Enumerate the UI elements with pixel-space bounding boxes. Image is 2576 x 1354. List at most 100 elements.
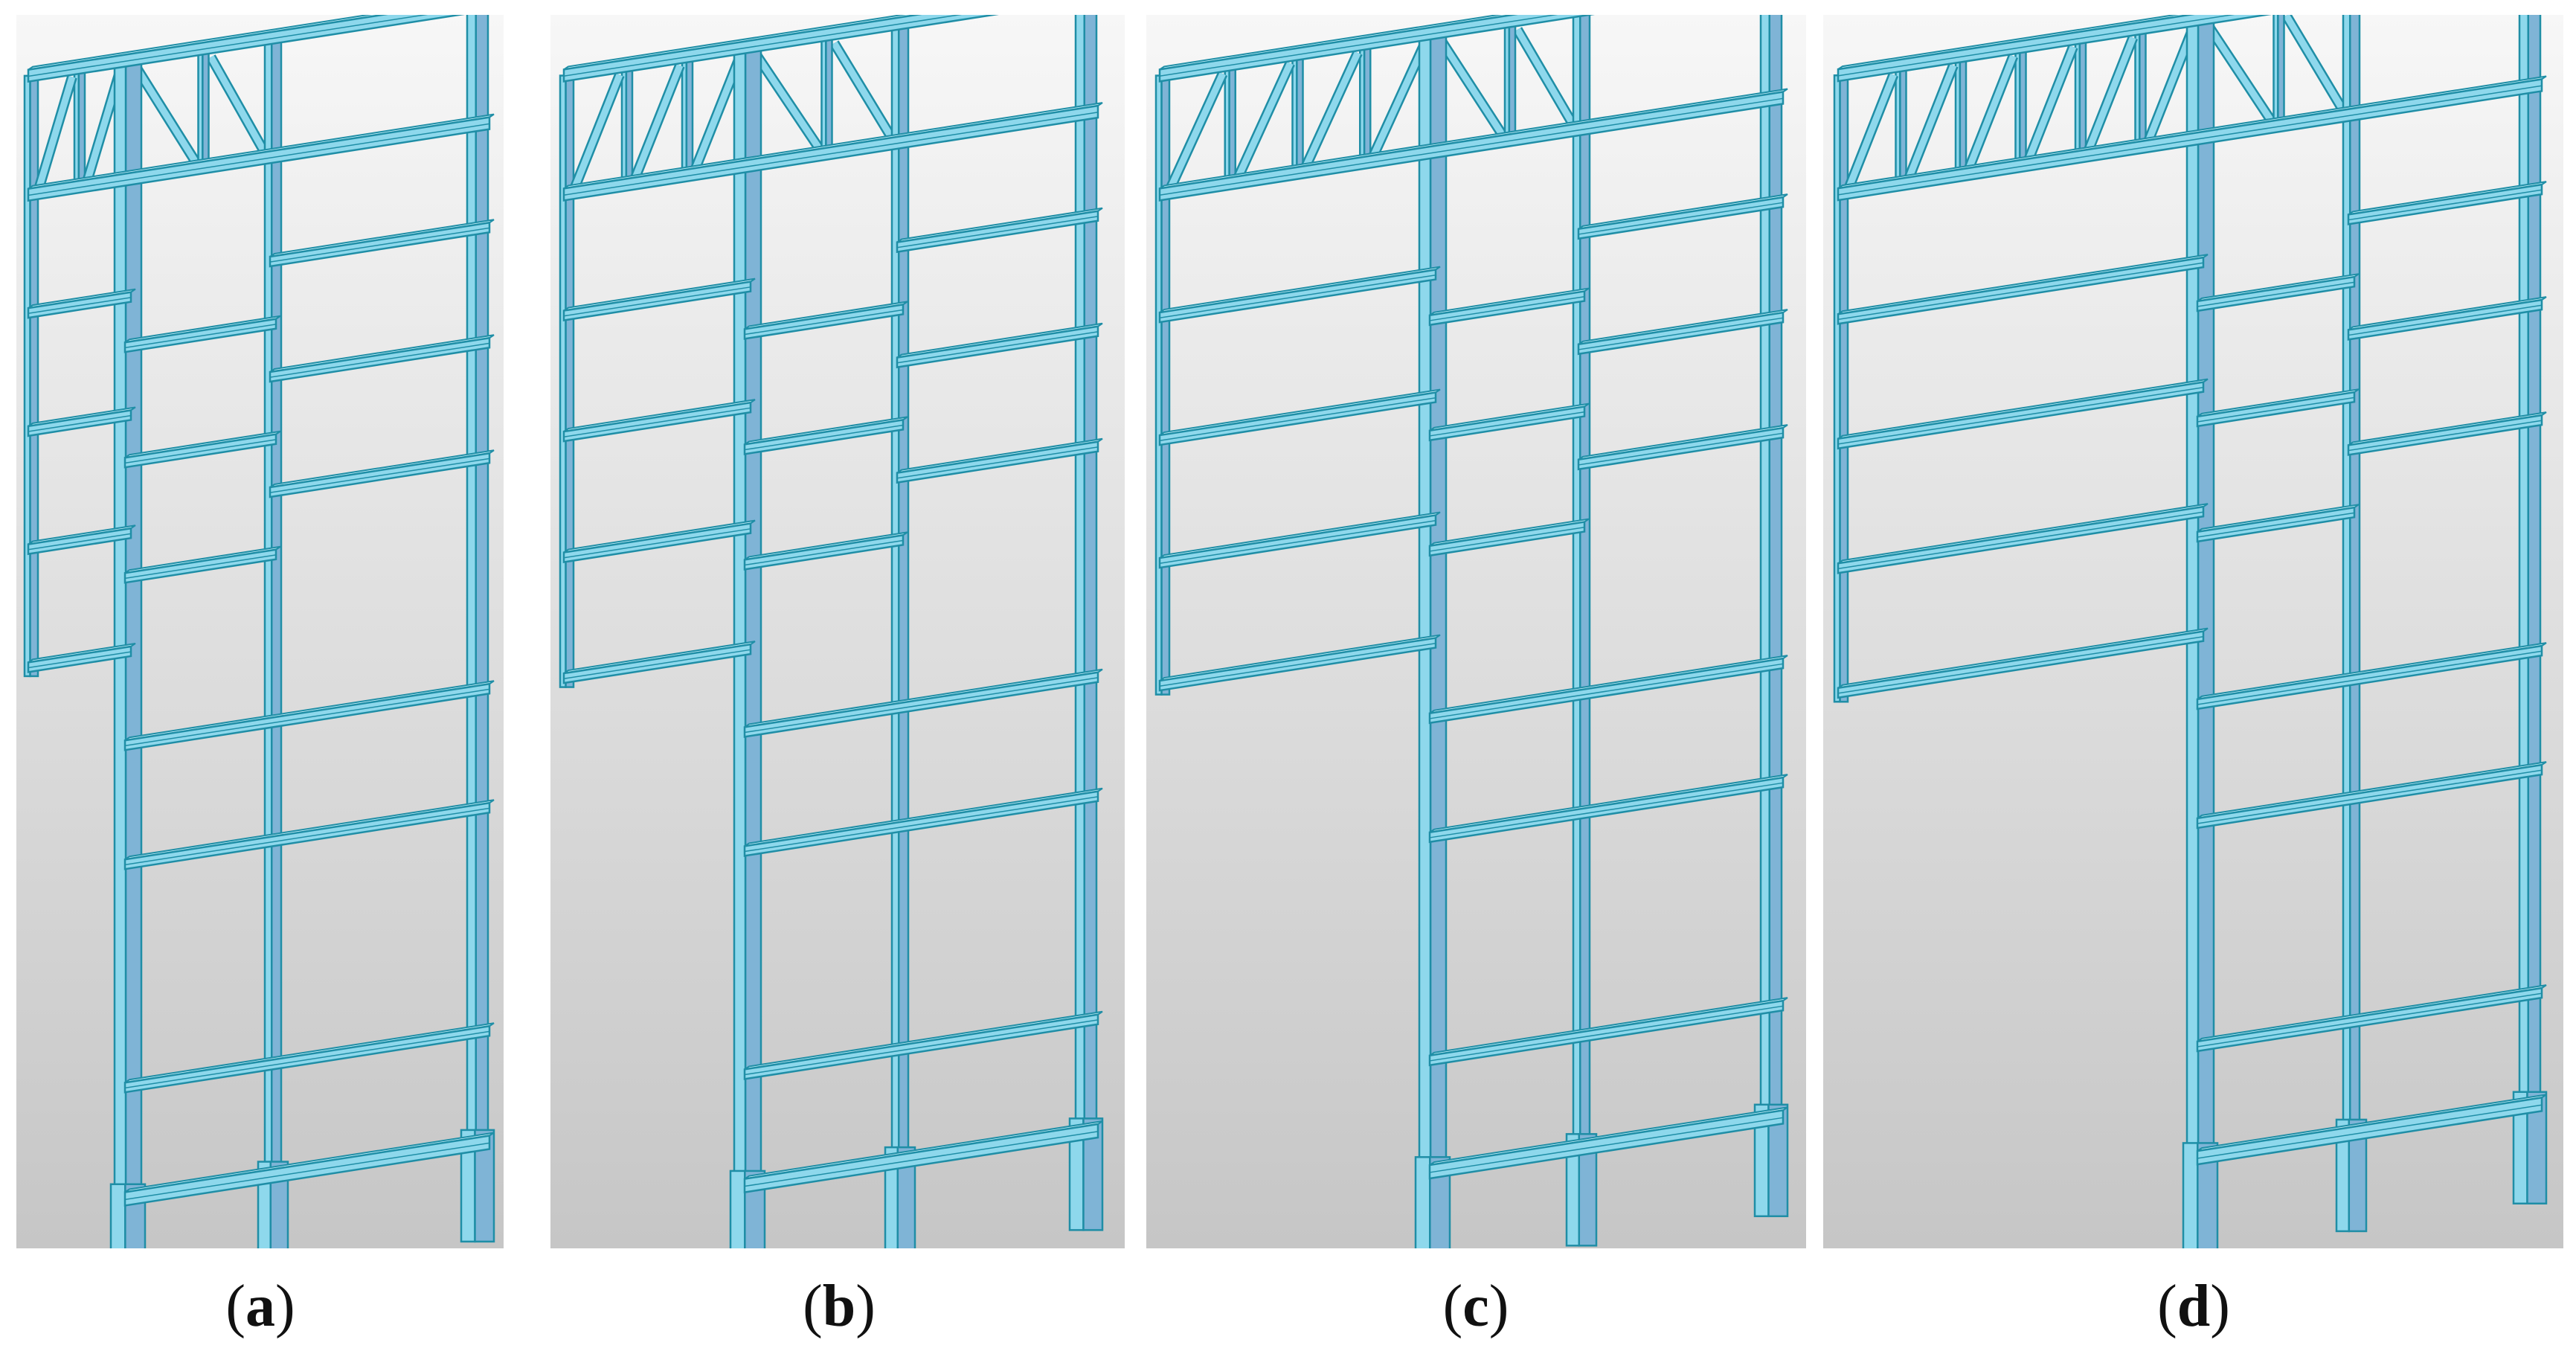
truss-diagonal xyxy=(1512,27,1578,126)
truss-diagonal xyxy=(829,40,896,140)
truss-post xyxy=(2014,46,2027,168)
truss-diagonal xyxy=(1903,63,1959,182)
truss-post xyxy=(820,34,833,156)
caption-label-d: d xyxy=(2177,1274,2211,1339)
pedestal xyxy=(884,1146,916,1248)
truss-post xyxy=(620,65,634,187)
truss-post xyxy=(1954,56,1968,177)
left-wing-beam xyxy=(27,288,136,319)
truss-diagonal xyxy=(752,52,824,152)
main-column xyxy=(1418,27,1448,1203)
floor-beam xyxy=(743,416,908,455)
caption-d: (d) xyxy=(2157,1274,2230,1339)
main-column xyxy=(733,40,762,1217)
floor-beam xyxy=(123,680,495,751)
truss-diagonal xyxy=(2205,24,2276,124)
floor-beam xyxy=(2196,642,2547,710)
truss-diagonal xyxy=(629,63,685,182)
left-wing-beam xyxy=(1158,634,1441,692)
truss-bottom-chord xyxy=(27,113,495,202)
left-wing-beam xyxy=(27,406,136,437)
truss-post xyxy=(1359,43,1372,164)
floor-beam xyxy=(2196,388,2360,428)
floor-beam xyxy=(123,430,281,469)
left-wing-beam xyxy=(1837,254,2209,325)
main-column xyxy=(1572,15,1591,1172)
truss-post xyxy=(1895,65,1907,187)
top-chord xyxy=(27,15,465,83)
caption-label-a: a xyxy=(245,1274,275,1339)
truss-diagonal xyxy=(1233,61,1295,181)
panel-c xyxy=(1146,15,1806,1248)
truss-diagonal xyxy=(1963,54,2019,173)
floor-beam xyxy=(743,301,908,340)
main-column xyxy=(1759,15,1783,1151)
left-wing-beam xyxy=(562,277,756,322)
frame-drawing-c xyxy=(1146,15,1806,1248)
top-chord xyxy=(1158,15,1595,83)
caption-label-c: c xyxy=(1462,1274,1489,1339)
floor-beam xyxy=(2347,296,2547,341)
floor-beam xyxy=(743,531,908,571)
left-wing-beam xyxy=(1158,388,1441,446)
truss-diagonal xyxy=(1367,39,1430,160)
left-wing-beam xyxy=(562,519,756,564)
left-edge-column xyxy=(1154,74,1171,696)
floor-beam xyxy=(2196,273,2360,312)
main-column xyxy=(2185,15,2215,1189)
truss-diagonal xyxy=(2142,26,2198,144)
truss-post xyxy=(73,67,86,189)
floor-beam xyxy=(2347,181,2547,225)
floor-beam xyxy=(269,219,495,268)
floor-beam xyxy=(2196,984,2547,1053)
truss-bottom-chord xyxy=(1158,88,1788,202)
ground-beam xyxy=(123,1132,495,1207)
main-column xyxy=(466,15,489,1176)
floor-beam xyxy=(743,668,1103,738)
floor-beam xyxy=(123,1022,495,1094)
ground-beam xyxy=(2196,1094,2547,1166)
truss-bottom-chord xyxy=(562,102,1103,202)
truss-diagonal xyxy=(2281,15,2348,112)
floor-beam xyxy=(1428,774,1788,844)
left-wing-beam xyxy=(27,642,136,673)
floor-beam xyxy=(1428,287,1590,327)
floor-beam xyxy=(123,315,281,353)
main-column xyxy=(1074,15,1098,1164)
floor-beam xyxy=(269,334,495,383)
truss-bottom-chord xyxy=(1837,75,2547,202)
floor-beam xyxy=(123,545,281,584)
truss-diagonal xyxy=(33,75,77,191)
left-wing-beam xyxy=(562,641,756,684)
pedestal xyxy=(1565,1133,1598,1247)
floor-beam xyxy=(743,787,1103,857)
floor-beam xyxy=(896,207,1103,254)
caption-a: (a) xyxy=(225,1274,295,1339)
floor-beam xyxy=(123,799,495,870)
panel-b xyxy=(550,15,1125,1248)
truss-diagonal xyxy=(2023,45,2078,163)
frame-drawing-b xyxy=(550,15,1125,1248)
truss-diagonal xyxy=(2083,35,2139,154)
truss-diagonal xyxy=(132,65,201,166)
truss-post xyxy=(1291,54,1304,175)
caption-label-b: b xyxy=(822,1274,856,1339)
floor-beam xyxy=(1428,997,1788,1067)
left-wing-beam xyxy=(562,399,756,443)
main-column xyxy=(2342,15,2361,1158)
left-edge-column xyxy=(23,74,39,678)
left-wing-beam xyxy=(1158,266,1441,324)
truss-diagonal xyxy=(1300,51,1363,170)
main-column xyxy=(113,54,143,1230)
floor-beam xyxy=(896,437,1103,484)
frame-drawing-a xyxy=(16,15,504,1248)
truss-diagonal xyxy=(690,54,745,173)
left-wing-beam xyxy=(1158,511,1441,569)
floor-beam xyxy=(896,322,1103,369)
floor-beam xyxy=(2196,504,2360,543)
truss-diagonal xyxy=(1437,38,1507,138)
floor-beam xyxy=(269,449,495,498)
floor-beam xyxy=(743,1010,1103,1080)
left-wing-beam xyxy=(1837,627,2209,699)
panel-background xyxy=(1146,15,1806,1248)
